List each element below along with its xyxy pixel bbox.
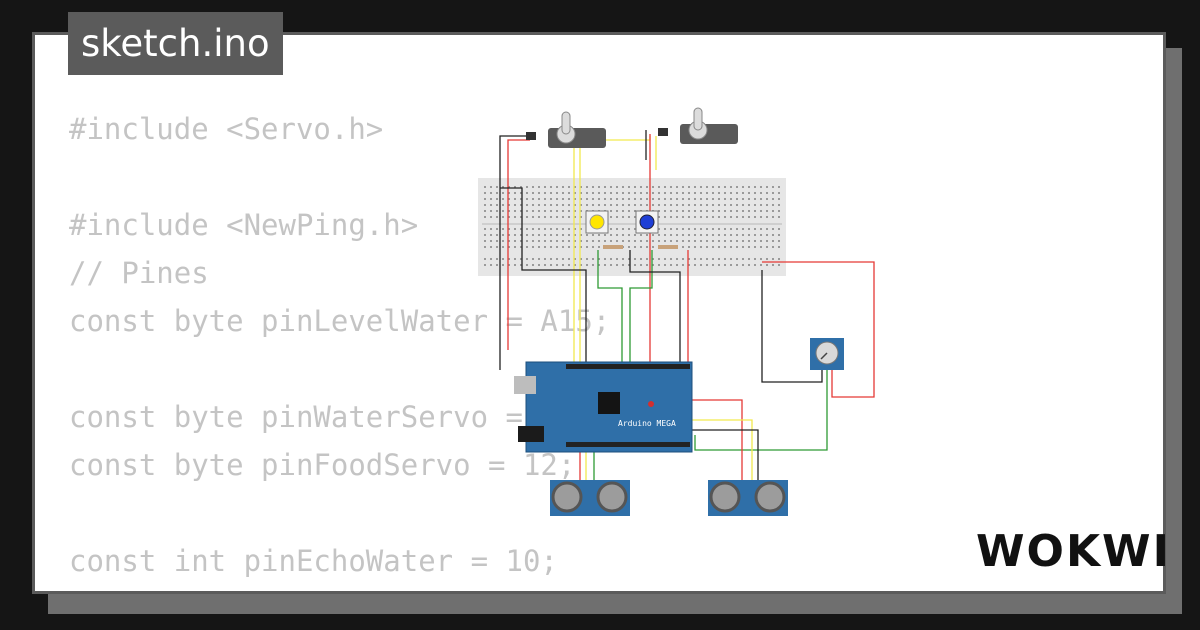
code-line: const int pinEchoWater = 10; xyxy=(69,544,558,578)
code-line: #include <NewPing.h> xyxy=(69,208,419,242)
preview-card: #include <Servo.h> #include <NewPing.h> //… xyxy=(32,32,1166,594)
code-line: const int pinTrigerWater = 9; xyxy=(69,585,610,591)
code-preview: #include <Servo.h> #include <NewPing.h> //… xyxy=(69,105,611,591)
code-line: const byte pinFoodServo = 12; xyxy=(69,448,576,482)
board-label: Arduino MEGA xyxy=(618,419,676,428)
circuit-diagram: Arduino MEGA xyxy=(478,107,875,516)
code-line: // Pines xyxy=(69,256,209,290)
filename-tab: sketch.ino xyxy=(68,12,283,75)
servo-icon xyxy=(526,111,606,148)
resistor xyxy=(658,245,678,249)
pushbutton-icon xyxy=(585,210,609,234)
ultrasonic-sensor-icon xyxy=(708,480,788,516)
arduino-mega-board: Arduino MEGA xyxy=(514,361,693,453)
breadboard xyxy=(478,178,786,276)
code-line: #include <Servo.h> xyxy=(69,112,384,146)
resistor xyxy=(603,245,623,249)
pushbutton-icon xyxy=(635,210,659,234)
wokwi-logo: WOKWI xyxy=(976,526,1171,577)
servo-icon xyxy=(658,107,738,144)
potentiometer-icon xyxy=(810,338,844,370)
code-line: const byte pinLevelWater = A15; xyxy=(69,304,611,338)
ultrasonic-sensor-icon xyxy=(550,480,630,516)
